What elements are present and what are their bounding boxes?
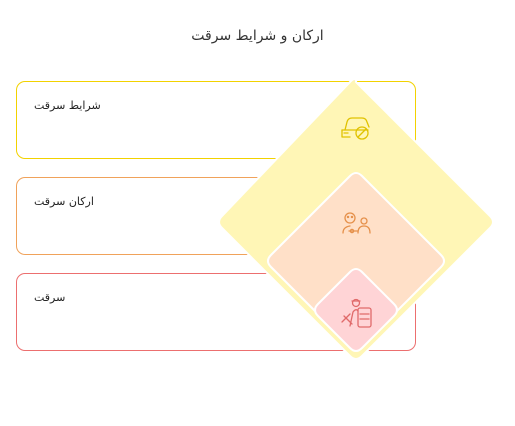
card-label-theft-elements: ارکان سرقت bbox=[34, 195, 94, 208]
car-prohibited-icon bbox=[341, 117, 370, 140]
thief-icon bbox=[341, 298, 372, 328]
card-label-theft-conditions: شرایط سرقت bbox=[34, 99, 101, 112]
card-label-theft: سرقت bbox=[34, 291, 66, 304]
people-connection-icon bbox=[342, 212, 371, 234]
diagram-title: ارکان و شرایط سرقت bbox=[191, 28, 324, 44]
